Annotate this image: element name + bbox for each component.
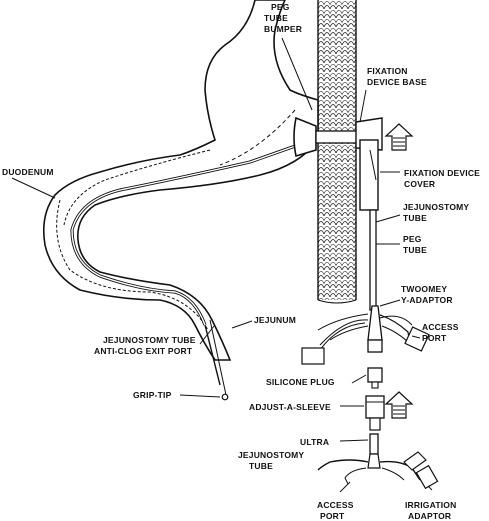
jejunostomy-tube-internal bbox=[70, 136, 319, 401]
label-access-port-lower-2: PORT bbox=[320, 511, 345, 521]
label-silicone-plug: SILICONE PLUG bbox=[266, 377, 335, 387]
label-access-port-lower-1: ACCESS bbox=[317, 500, 354, 510]
label-twoomey-1: TWOOMEY bbox=[401, 284, 447, 294]
label-peg-tube-1: PEG bbox=[403, 234, 422, 244]
label-access-port-upper-2: PORT bbox=[422, 333, 447, 343]
label-duodenum: DUODENUM bbox=[2, 167, 54, 177]
label-irrigation-adaptor-2: ADAPTOR bbox=[408, 511, 451, 521]
y-adaptor bbox=[301, 305, 430, 365]
stomach-shape bbox=[42, 0, 319, 361]
label-jejunostomy-tube-2: TUBE bbox=[403, 213, 427, 223]
label-jejunostomy-tube-1: JEJUNOSTOMY bbox=[403, 202, 469, 212]
label-exit-port-2: ANTI-CLOG EXIT PORT bbox=[94, 346, 193, 356]
label-access-port-upper-1: ACCESS bbox=[422, 322, 459, 332]
label-irrigation-adaptor-1: IRRIGATION bbox=[405, 500, 456, 510]
leader-lines bbox=[11, 37, 433, 493]
labels: PEG TUBE BUMPER FIXATION DEVICE BASE FIX… bbox=[2, 2, 480, 521]
label-fixation-device-cover-1: FIXATION DEVICE bbox=[404, 168, 480, 178]
label-peg-tube-2: TUBE bbox=[403, 245, 427, 255]
label-fixation-device-base-2: DEVICE BASE bbox=[367, 77, 427, 87]
label-peg-tube-bumper-3: BUMPER bbox=[264, 24, 302, 34]
label-ultra-jt-3: TUBE bbox=[249, 461, 273, 471]
label-peg-tube-bumper-2: TUBE bbox=[264, 13, 288, 23]
fixation-device bbox=[355, 117, 383, 311]
label-ultra-jt-1: ULTRA bbox=[300, 437, 329, 447]
label-twoomey-2: Y-ADAPTOR bbox=[401, 295, 453, 305]
label-adjust-a-sleeve: ADJUST-A-SLEEVE bbox=[249, 402, 331, 412]
label-fixation-device-base-1: FIXATION bbox=[367, 66, 408, 76]
label-peg-tube-bumper-1: PEG bbox=[271, 2, 290, 12]
label-fixation-device-cover-2: COVER bbox=[404, 179, 435, 189]
label-exit-port-1: JEJUNOSTOMY TUBE bbox=[103, 335, 196, 345]
adjust-a-sleeve bbox=[365, 395, 385, 431]
up-arrow-upper bbox=[384, 123, 414, 151]
label-jejunum: JEJUNUM bbox=[254, 315, 296, 325]
grip-tip-bulb bbox=[221, 393, 229, 401]
up-arrow-lower bbox=[384, 391, 414, 419]
abdominal-wall bbox=[317, 0, 357, 304]
ultra-jejunostomy-tube bbox=[317, 433, 439, 490]
label-grip-tip: GRIP-TIP bbox=[133, 390, 172, 400]
label-ultra-jt-2: JEJUNOSTOMY bbox=[238, 450, 304, 460]
silicone-plug bbox=[367, 367, 383, 389]
